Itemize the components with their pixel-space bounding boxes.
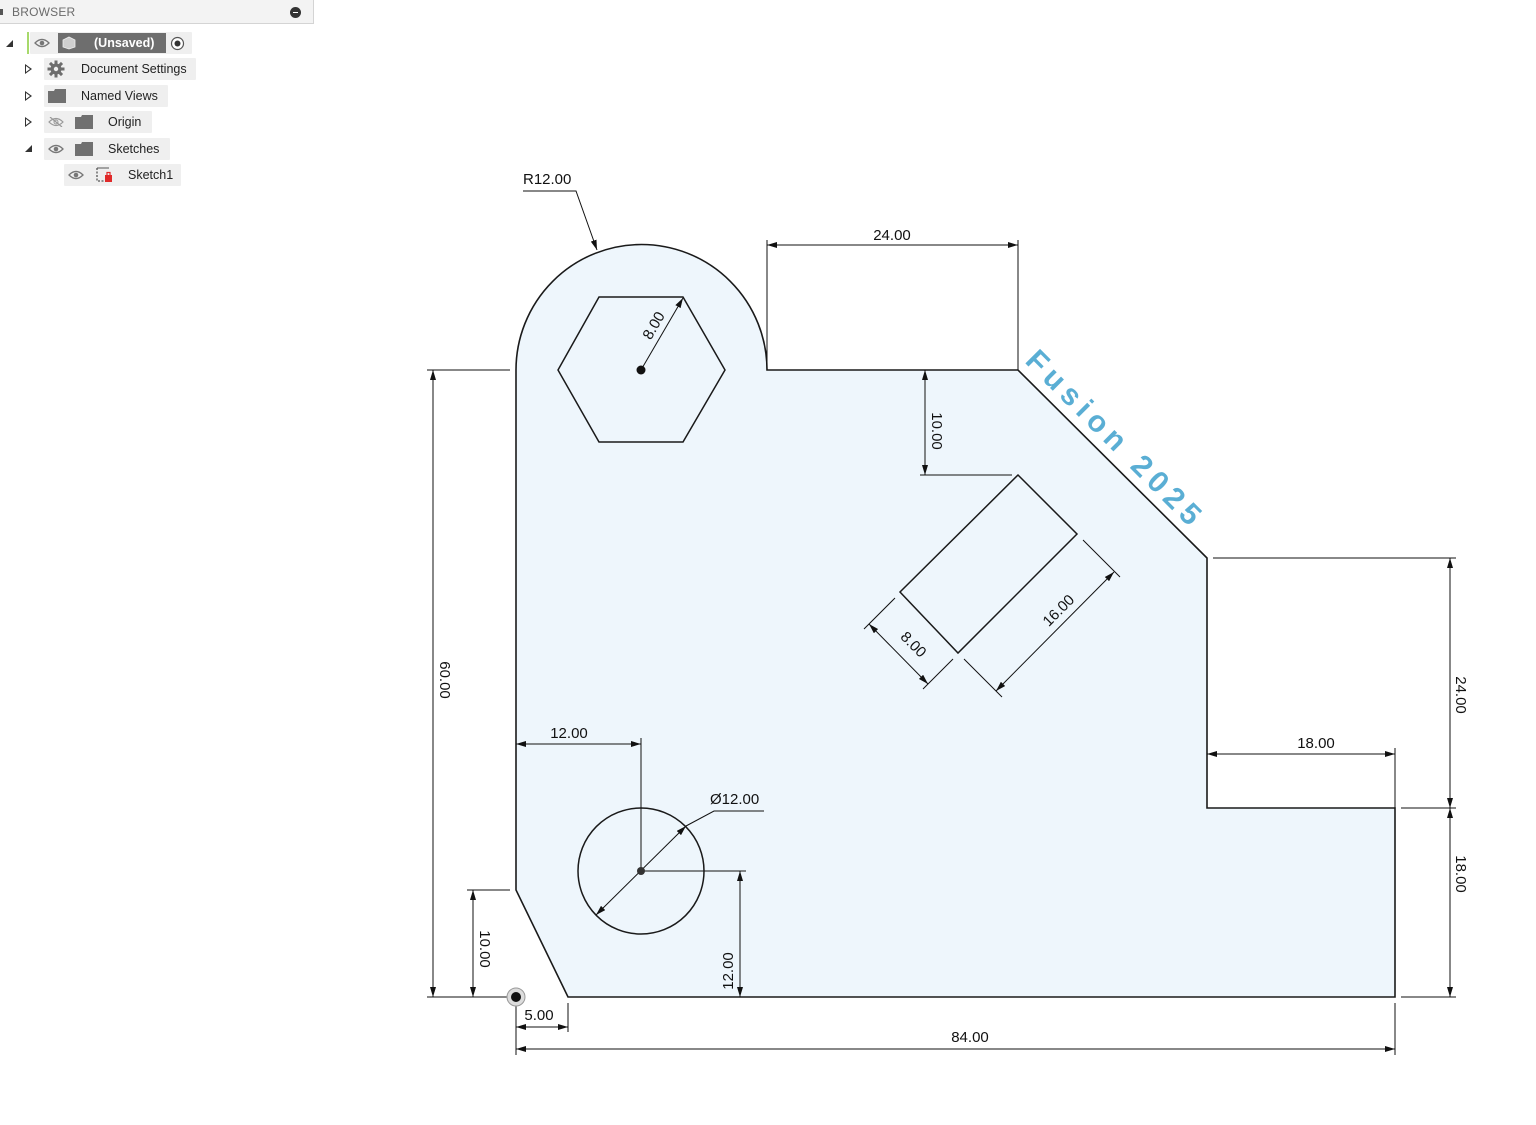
node-box[interactable]: [64, 164, 181, 186]
sketch1-label: Sketch1: [128, 168, 174, 182]
browser-header: BROWSER: [0, 0, 314, 24]
dim-top-width[interactable]: 24.00: [873, 227, 911, 244]
dim-step[interactable]: 18.00: [1297, 735, 1335, 752]
hex-center-point[interactable]: [636, 365, 646, 375]
dim-line-slot-length: [995, 571, 1115, 692]
tree-item-document-settings[interactable]: Document Settings: [0, 58, 200, 80]
collapse-panel-icon[interactable]: [290, 7, 301, 18]
tree-item-origin[interactable]: Origin: [0, 111, 200, 133]
eye-icon[interactable]: [34, 38, 50, 48]
node-box[interactable]: [44, 85, 168, 107]
expand-right-icon[interactable]: [25, 64, 32, 74]
radius-leader: [523, 190, 598, 251]
root-label: (Unsaved): [94, 36, 155, 50]
origin-point[interactable]: [511, 992, 521, 1002]
dim-notch-depth[interactable]: 10.00: [928, 412, 945, 450]
expand-down-icon[interactable]: [25, 145, 32, 152]
sketch-icon: [96, 167, 112, 182]
gear-icon: [47, 60, 65, 78]
eye-hidden-icon[interactable]: [48, 117, 64, 127]
folder-icon: [75, 115, 93, 129]
sketches-label: Sketches: [108, 142, 160, 156]
dim-right-lower[interactable]: 18.00: [1452, 855, 1469, 893]
dim-chamfer-h[interactable]: 10.00: [476, 930, 493, 968]
folder-icon: [75, 142, 93, 156]
browser-panel: BROWSER (Unsaved): [0, 0, 314, 200]
eye-icon[interactable]: [68, 170, 84, 180]
browser-title: BROWSER: [12, 5, 76, 19]
dim-radius[interactable]: R12.00: [523, 171, 571, 188]
dim-left-height[interactable]: 60.00: [436, 661, 453, 699]
node-box[interactable]: [44, 58, 196, 80]
activate-radio-icon[interactable]: [170, 36, 185, 51]
dim-hole-x[interactable]: 12.00: [550, 725, 588, 742]
hole-center-point[interactable]: [637, 867, 645, 875]
hex-dim-line: [640, 297, 684, 371]
panel-grip-icon[interactable]: [0, 9, 3, 15]
component-icon: [58, 33, 166, 53]
ext-line: [1082, 539, 1121, 578]
expand-down-icon[interactable]: [6, 40, 13, 47]
hole-dia-leader: [685, 810, 764, 827]
dim-hole-dia[interactable]: Ø12.00: [710, 791, 759, 808]
named-views-label: Named Views: [81, 89, 158, 103]
expand-right-icon[interactable]: [25, 117, 32, 127]
folder-icon: [48, 89, 66, 103]
cube-icon: [62, 36, 76, 50]
slot-profile[interactable]: [898, 473, 1079, 655]
tree-root[interactable]: (Unsaved): [0, 32, 200, 54]
node-box[interactable]: [44, 111, 152, 133]
ext-line: [863, 597, 896, 630]
tree-item-sketches[interactable]: Sketches: [0, 138, 200, 160]
document-settings-label: Document Settings: [81, 62, 187, 76]
dim-total-width[interactable]: 84.00: [951, 1029, 989, 1046]
dim-hole-y[interactable]: 12.00: [720, 952, 737, 990]
tree-item-sketch1[interactable]: Sketch1: [0, 164, 200, 186]
eye-icon[interactable]: [48, 144, 64, 154]
dim-chamfer-w[interactable]: 5.00: [524, 1007, 553, 1024]
dim-right-upper[interactable]: 24.00: [1452, 676, 1469, 714]
active-indicator: [27, 32, 29, 54]
dim-line-slot-width: [868, 623, 929, 685]
expand-right-icon[interactable]: [25, 91, 32, 101]
tree-item-named-views[interactable]: Named Views: [0, 85, 200, 107]
origin-label: Origin: [108, 115, 142, 129]
